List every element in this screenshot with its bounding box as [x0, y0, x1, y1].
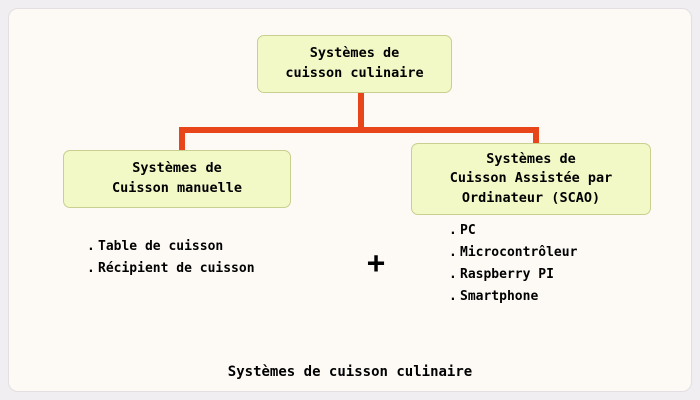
diagram-canvas: Systèmes de cuisson culinaire Systèmes d… — [8, 8, 692, 392]
manual-cooking-item-list: . Table de cuisson . Récipient de cuisso… — [87, 240, 255, 284]
list-item[interactable]: . Smartphone — [449, 290, 577, 303]
plus-icon: + — [367, 246, 386, 281]
connector-horizontal-bar — [179, 127, 539, 133]
bullet-icon: . — [87, 239, 95, 254]
bullet-icon: . — [449, 245, 457, 260]
bullet-icon: . — [449, 223, 457, 238]
list-item-label: Microcontrôleur — [460, 245, 578, 260]
node-root-line2: cuisson culinaire — [285, 65, 424, 81]
node-scao-line3: Ordinateur (SCAO) — [461, 189, 601, 206]
scao-item-list: . PC . Microcontrôleur . Raspberry PI . … — [449, 224, 577, 312]
node-manual-cooking[interactable]: Systèmes de Cuisson manuelle — [63, 150, 291, 208]
bullet-icon: . — [87, 261, 95, 276]
list-item-label: Smartphone — [460, 289, 539, 304]
node-root[interactable]: Systèmes de cuisson culinaire — [257, 35, 452, 93]
list-item[interactable]: . Table de cuisson — [87, 240, 255, 253]
list-item-label: Récipient de cuisson — [98, 261, 255, 276]
node-scao[interactable]: Systèmes de Cuisson Assistée par Ordinat… — [411, 143, 651, 215]
node-manual-line2: Cuisson manuelle — [111, 180, 243, 196]
connector-right-stem — [533, 127, 539, 157]
list-item-label: Table de cuisson — [98, 239, 224, 254]
node-scao-line2: Cuisson Assistée par — [449, 170, 613, 187]
connector-root-stem — [358, 93, 364, 133]
node-root-line1: Systèmes de — [309, 45, 400, 62]
node-manual-line1: Systèmes de — [132, 160, 222, 177]
diagram-caption: Systèmes de cuisson culinaire — [227, 364, 473, 380]
list-item[interactable]: . Raspberry PI — [449, 268, 577, 281]
node-scao-line1: Systèmes de — [486, 150, 576, 167]
list-item[interactable]: . Récipient de cuisson — [87, 262, 255, 275]
list-item[interactable]: . PC — [449, 224, 577, 237]
connector-left-stem — [179, 127, 185, 157]
list-item[interactable]: . Microcontrôleur — [449, 246, 577, 259]
list-item-label: Raspberry PI — [460, 267, 554, 282]
bullet-icon: . — [449, 289, 457, 304]
list-item-label: PC — [460, 223, 476, 238]
bullet-icon: . — [449, 267, 457, 282]
